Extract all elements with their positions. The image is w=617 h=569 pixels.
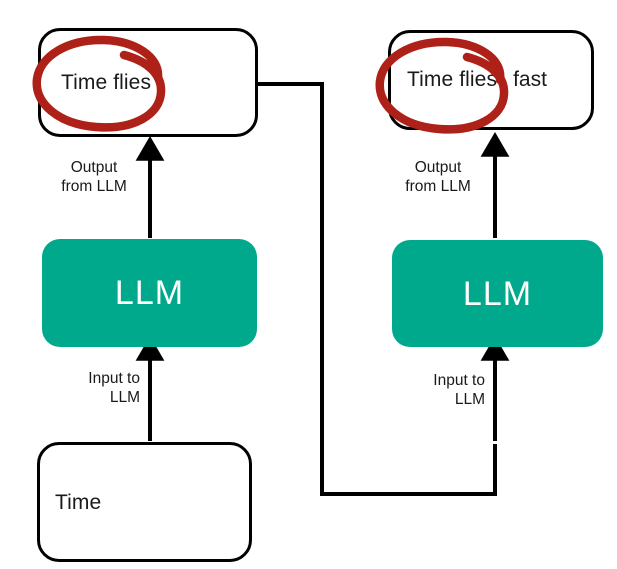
edge-label-line2: from LLM — [61, 178, 127, 196]
edge-label-input-to-llm-left: Input to LLM — [48, 369, 140, 408]
edge-label-output-from-llm-left: Output from LLM — [48, 158, 140, 197]
llm-box-right-label: LLM — [462, 274, 533, 313]
edge-label-line1: Output — [70, 159, 118, 176]
input-box-time[interactable]: Time — [37, 442, 252, 562]
edge-label-input-to-llm-right: Input to LLM — [393, 371, 485, 410]
feedback-connector — [258, 82, 497, 496]
output-box-left[interactable]: Time flies — [38, 28, 258, 137]
llm-box-left[interactable]: LLM — [42, 239, 257, 347]
edge-label-output-from-llm-right: Output from LLM — [392, 158, 484, 197]
edge-label-line1: Input to — [433, 372, 485, 389]
output-left-text: Time flies — [61, 70, 152, 94]
edge-label-line2: LLM — [454, 391, 485, 409]
output-right-extra-text: fast — [513, 68, 547, 91]
circled-token-group-left: Time flies — [61, 72, 151, 94]
llm-box-left-label: LLM — [114, 274, 185, 312]
edge-label-line1: Input to — [88, 370, 140, 387]
circled-token-group-right: Time flies — [407, 69, 497, 91]
output-box-right[interactable]: Time flies fast — [388, 30, 594, 130]
edge-label-line1: Output — [414, 159, 462, 176]
input-box-label: Time — [55, 490, 102, 514]
edge-label-line2: LLM — [109, 389, 140, 407]
output-right-circled-text: Time flies — [407, 68, 498, 91]
edge-label-line2: from LLM — [405, 178, 471, 196]
llm-box-right[interactable]: LLM — [392, 240, 603, 347]
